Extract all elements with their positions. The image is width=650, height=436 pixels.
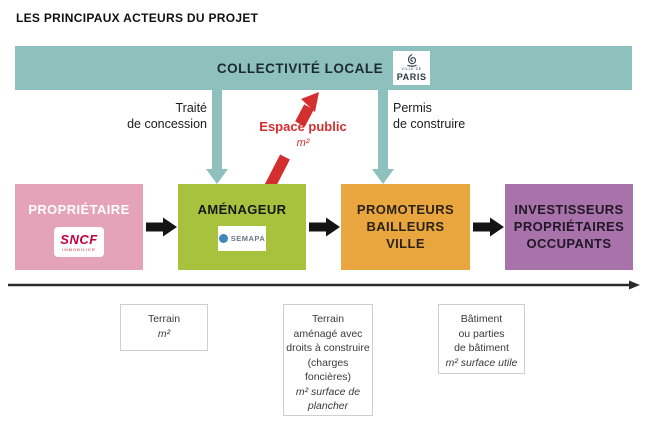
collectivite-locale-bar: COLLECTIVITÉ LOCALE VILLE DE PARIS: [15, 46, 632, 90]
permis-de-construire-arrow: [372, 90, 394, 184]
page-title: LES PRINCIPAUX ACTEURS DU PROJET: [16, 11, 259, 25]
semapa-logo-icon: [218, 234, 228, 243]
ville-de-paris-logo: VILLE DE PARIS: [393, 51, 431, 85]
paris-logo-paris-text: PARIS: [396, 71, 427, 82]
actor-box-proprietaire: PROPRIÉTAIRE SNCF IMMOBILIER: [15, 184, 143, 270]
traite-de-concession-label: Traité de concession: [127, 101, 207, 131]
timeline-box-batiment: Bâtiment ou parties de bâtiment m² surfa…: [438, 304, 525, 374]
permis-de-construire-label: Permis de construire: [393, 101, 466, 131]
actor-box-investisseurs: INVESTISSEURS PROPRIÉTAIRES OCCUPANTS: [505, 184, 633, 270]
promoteurs-label: PROMOTEURS BAILLEURS VILLE: [356, 202, 455, 251]
timeline-box-terrain: Terrain m²: [120, 304, 208, 351]
actor-box-amenageur: AMÉNAGEUR SEMAPA: [178, 184, 306, 270]
boat-icon: [406, 54, 417, 67]
proprietaire-label: PROPRIÉTAIRE: [28, 202, 130, 217]
flow-arrow-promoteurs-investisseurs: [473, 217, 504, 237]
semapa-logo: SEMAPA: [218, 226, 266, 251]
flow-arrow-amenageur-promoteurs: [309, 217, 340, 237]
espace-public-label: Espace public m²: [245, 119, 361, 151]
actor-box-promoteurs: PROMOTEURS BAILLEURS VILLE: [341, 184, 470, 270]
investisseurs-label: INVESTISSEURS PROPRIÉTAIRES OCCUPANTS: [513, 202, 625, 251]
collectivite-locale-label: COLLECTIVITÉ LOCALE: [216, 60, 384, 76]
paris-logo-villede-text: VILLE DE: [401, 67, 422, 72]
timeline-axis-arrow: [8, 280, 640, 290]
amenageur-label: AMÉNAGEUR: [197, 202, 287, 217]
timeline-box-terrain-amenage: Terrain aménagé avec droits à construire…: [283, 304, 373, 416]
traite-de-concession-arrow: [206, 90, 228, 184]
sncf-immobilier-logo: SNCF IMMOBILIER: [54, 227, 104, 257]
espace-public-unit: m²: [296, 137, 310, 149]
flow-arrow-proprietaire-amenageur: [146, 217, 177, 237]
